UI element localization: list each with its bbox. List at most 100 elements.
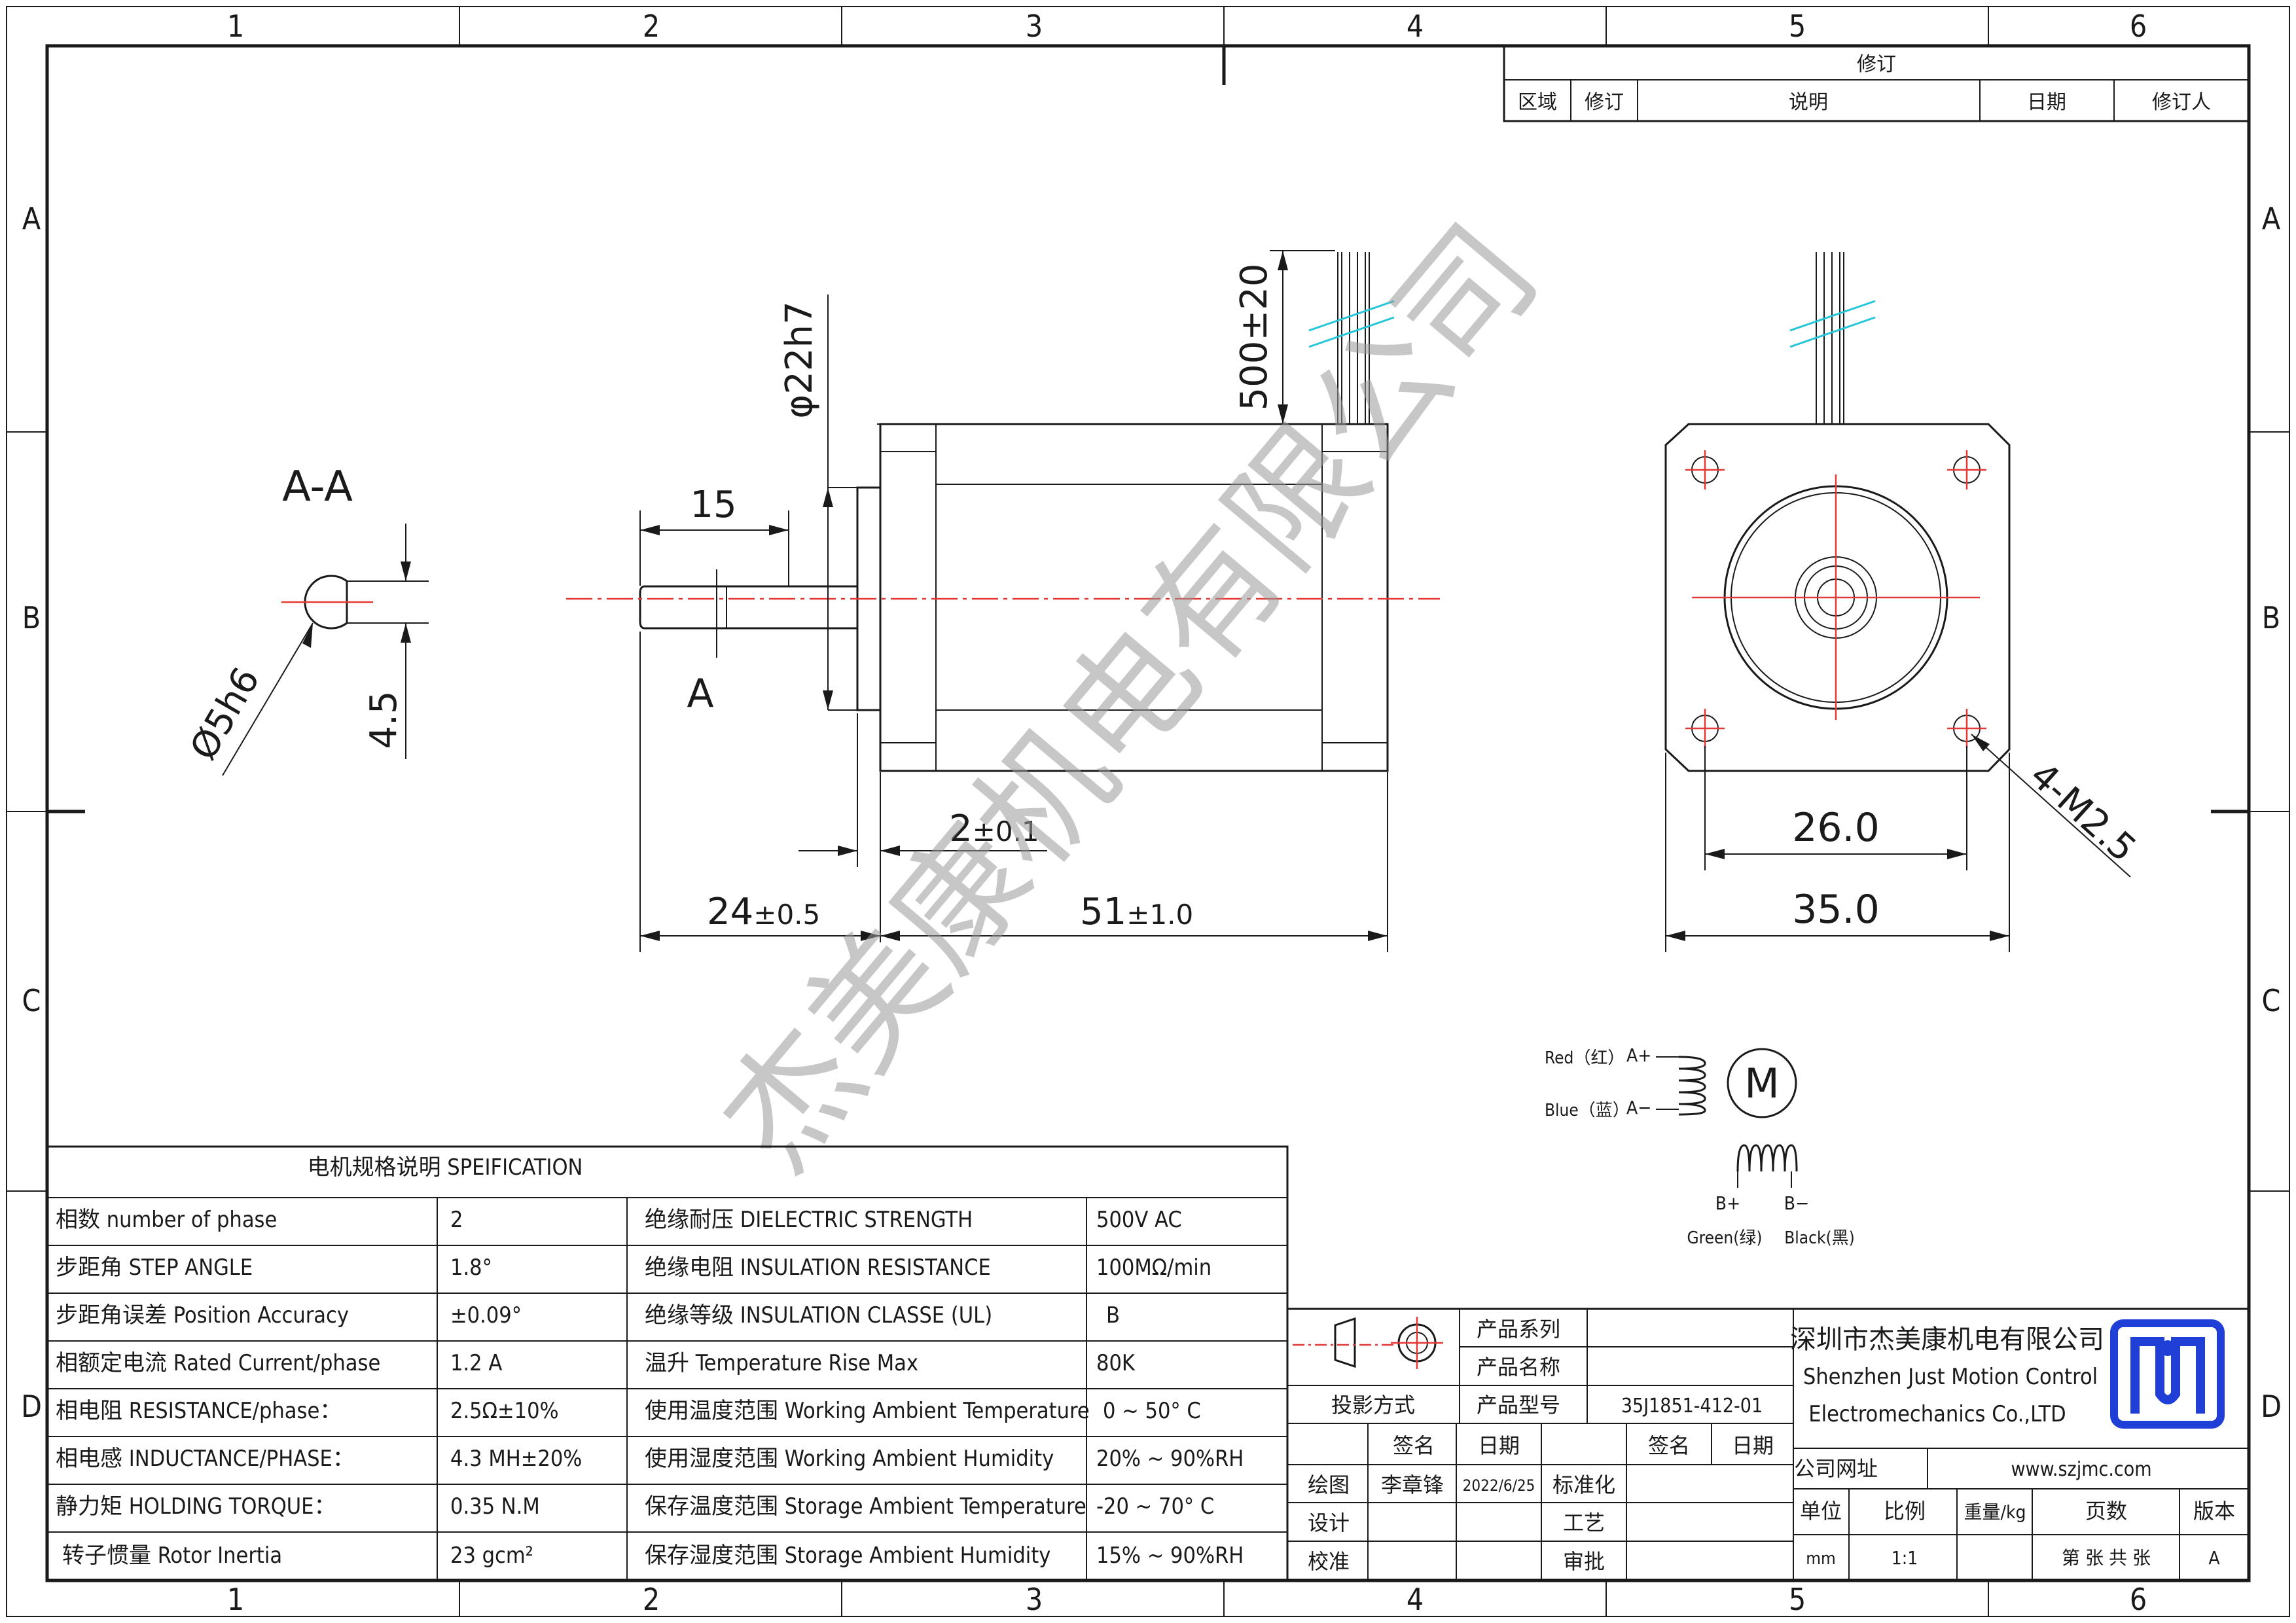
company-name-en-2: Electromechanics Co.,LTD — [1808, 1401, 2066, 1427]
coil-a — [1678, 1056, 1706, 1116]
zone-row-c-right: C — [2262, 983, 2281, 1018]
spec-r8-c2: 23 gcm² — [450, 1543, 533, 1569]
pilot-diameter-dim: φ22h7 — [778, 301, 821, 418]
spec-r2-c1: 步距角 STEP ANGLE — [56, 1255, 253, 1281]
drawn-label: 绘图 — [1308, 1472, 1350, 1497]
spec-r5-c4: 0 ~ 50° C — [1103, 1398, 1201, 1424]
motor-flange — [1664, 423, 2011, 772]
revision-col-date: 日期 — [2027, 91, 2066, 114]
revision-col-rev: 修订 — [1585, 91, 1624, 114]
zone-col-2-bottom: 2 — [643, 1582, 660, 1617]
revision-col-area: 区域 — [1518, 91, 1557, 114]
diameter-dim: Ø5h6 — [182, 660, 268, 767]
version-label: 版本 — [2193, 1499, 2235, 1524]
zone-row-d-right: D — [2261, 1389, 2282, 1424]
cut-mark: A — [687, 671, 713, 717]
section-view: A-A 4.5 Ø5h6 — [182, 463, 429, 776]
spec-r7-c3: 保存温度范围 Storage Ambient Temperature — [645, 1493, 1086, 1520]
lead-wires — [1308, 252, 1395, 424]
unit-value: mm — [1806, 1549, 1836, 1569]
process-label: 工艺 — [1563, 1510, 1605, 1535]
scale-value: 1:1 — [1892, 1547, 1918, 1569]
pages-value: 第 张 共 张 — [2062, 1547, 2151, 1569]
title-block: 产品系列 产品名称 产品型号 35J1851-412-01 投影方式 签名 日期… — [1286, 1308, 2250, 1582]
spec-r3-c2: ±0.09° — [450, 1302, 522, 1329]
zone-row-a-right: A — [2262, 201, 2280, 236]
weight-label: 重量/kg — [1964, 1501, 2026, 1523]
zone-col-4-top: 4 — [1407, 9, 1424, 44]
body-length-dim: 51±1.0 — [1080, 891, 1193, 933]
flange-dim: 35.0 — [1792, 887, 1880, 933]
zone-row-b-right: B — [2262, 600, 2280, 635]
wiring-diagram: Red（红） Blue（蓝） A+ A− M B+ B− Green(绿) Bl… — [1545, 1044, 1855, 1248]
spec-r4-c3: 温升 Temperature Rise Max — [645, 1350, 918, 1376]
drawer-name: 李章锋 — [1381, 1472, 1444, 1497]
spec-r2-c3: 绝缘电阻 INSULATION RESISTANCE — [645, 1255, 991, 1281]
a-plus-label: A+ — [1626, 1044, 1651, 1066]
front-lead-wires — [1789, 252, 1876, 424]
spec-r4-c4: 80K — [1096, 1350, 1136, 1376]
spec-r4-c1: 相额定电流 Rated Current/phase — [56, 1350, 380, 1376]
company-name-cn: 深圳市杰美康机电有限公司 — [1790, 1325, 2104, 1355]
revision-table: 修订 区域 修订 说明 日期 修订人 — [1503, 45, 2250, 122]
date-header-2: 日期 — [1732, 1433, 1774, 1458]
mount-hole-tr — [1947, 450, 1986, 490]
side-view: A 500±20 φ22h7 15 — [566, 250, 1440, 952]
mount-hole-tl — [1685, 450, 1725, 490]
flat-dim: 4.5 — [363, 690, 405, 749]
approve-label: 审批 — [1563, 1549, 1605, 1574]
spec-r2-c2: 1.8° — [450, 1255, 492, 1281]
revision-col-reviser: 修订人 — [2152, 91, 2211, 114]
zone-col-6-top: 6 — [2130, 9, 2147, 44]
hole-spacing-dim: 26.0 — [1792, 805, 1880, 851]
spec-r3-c4: B — [1106, 1302, 1120, 1329]
holes-callout: 4-M2.5 — [2022, 754, 2144, 870]
mount-hole-br — [1947, 709, 1986, 748]
a-minus-label: A− — [1626, 1097, 1651, 1118]
motor-shaft — [639, 585, 857, 630]
spec-table: 电机规格说明 SPEIFICATION 相数 number of phase 2… — [46, 1145, 1289, 1582]
standard-label: 标准化 — [1552, 1472, 1615, 1497]
version-value: A — [2208, 1547, 2220, 1569]
company-logo — [2110, 1319, 2225, 1429]
zone-col-3-top: 3 — [1026, 9, 1043, 44]
zone-col-1-bottom: 1 — [227, 1582, 244, 1617]
spec-r7-c1: 静力矩 HOLDING TORQUE： — [56, 1493, 336, 1520]
wire-black-label: Black(黑) — [1784, 1228, 1855, 1248]
spec-r7-c4: -20 ~ 70° C — [1096, 1493, 1214, 1520]
coil-b — [1736, 1144, 1798, 1172]
pilot-height-dim: 2±0.1 — [949, 808, 1039, 850]
zone-row-b-left: B — [22, 600, 41, 635]
zone-col-3-bottom: 3 — [1026, 1582, 1043, 1617]
date-header-1: 日期 — [1478, 1433, 1520, 1458]
shaft-section — [304, 575, 348, 630]
spec-r8-c4: 15% ~ 90%RH — [1096, 1543, 1244, 1569]
section-label: A-A — [282, 463, 353, 511]
website: www.szjmc.com — [2011, 1458, 2151, 1481]
zone-col-4-bottom: 4 — [1407, 1582, 1424, 1617]
pages-label: 页数 — [2085, 1499, 2127, 1524]
spec-r8-c1: 转子惯量 Rotor Inertia — [62, 1543, 282, 1569]
spec-r3-c1: 步距角误差 Position Accuracy — [56, 1302, 349, 1329]
watermark: 杰美康机电有限公司 — [692, 198, 1567, 1198]
product-name-label: 产品名称 — [1477, 1355, 1560, 1380]
spec-r7-c2: 0.35 N.M — [450, 1493, 540, 1520]
spec-r2-c4: 100MΩ/min — [1096, 1255, 1211, 1281]
sign-header-1: 签名 — [1393, 1433, 1435, 1458]
spec-title: 电机规格说明 SPEIFICATION — [308, 1154, 583, 1181]
lead-length-dim: 500±20 — [1233, 263, 1276, 410]
revision-col-desc: 说明 — [1789, 91, 1828, 114]
wire-green-label: Green(绿) — [1687, 1228, 1762, 1248]
spec-r8-c3: 保存湿度范围 Storage Ambient Humidity — [645, 1543, 1050, 1569]
zone-row-d-left: D — [21, 1389, 42, 1424]
front-view: 4-M2.5 26.0 35.0 — [1664, 252, 2144, 952]
mount-hole-bl — [1685, 709, 1725, 748]
check-label: 校准 — [1308, 1549, 1350, 1574]
wire-red-label: Red（红） — [1545, 1048, 1624, 1068]
spec-r5-c1: 相电阻 RESISTANCE/phase： — [56, 1398, 342, 1424]
drawn-date: 2022/6/25 — [1463, 1476, 1535, 1495]
zone-col-6-bottom: 6 — [2130, 1582, 2147, 1617]
spec-r3-c3: 绝缘等级 INSULATION CLASSE (UL) — [645, 1302, 992, 1329]
spec-r1-c3: 绝缘耐压 DIELECTRIC STRENGTH — [645, 1207, 973, 1233]
spec-r6-c1: 相电感 INDUCTANCE/PHASE： — [56, 1446, 355, 1472]
